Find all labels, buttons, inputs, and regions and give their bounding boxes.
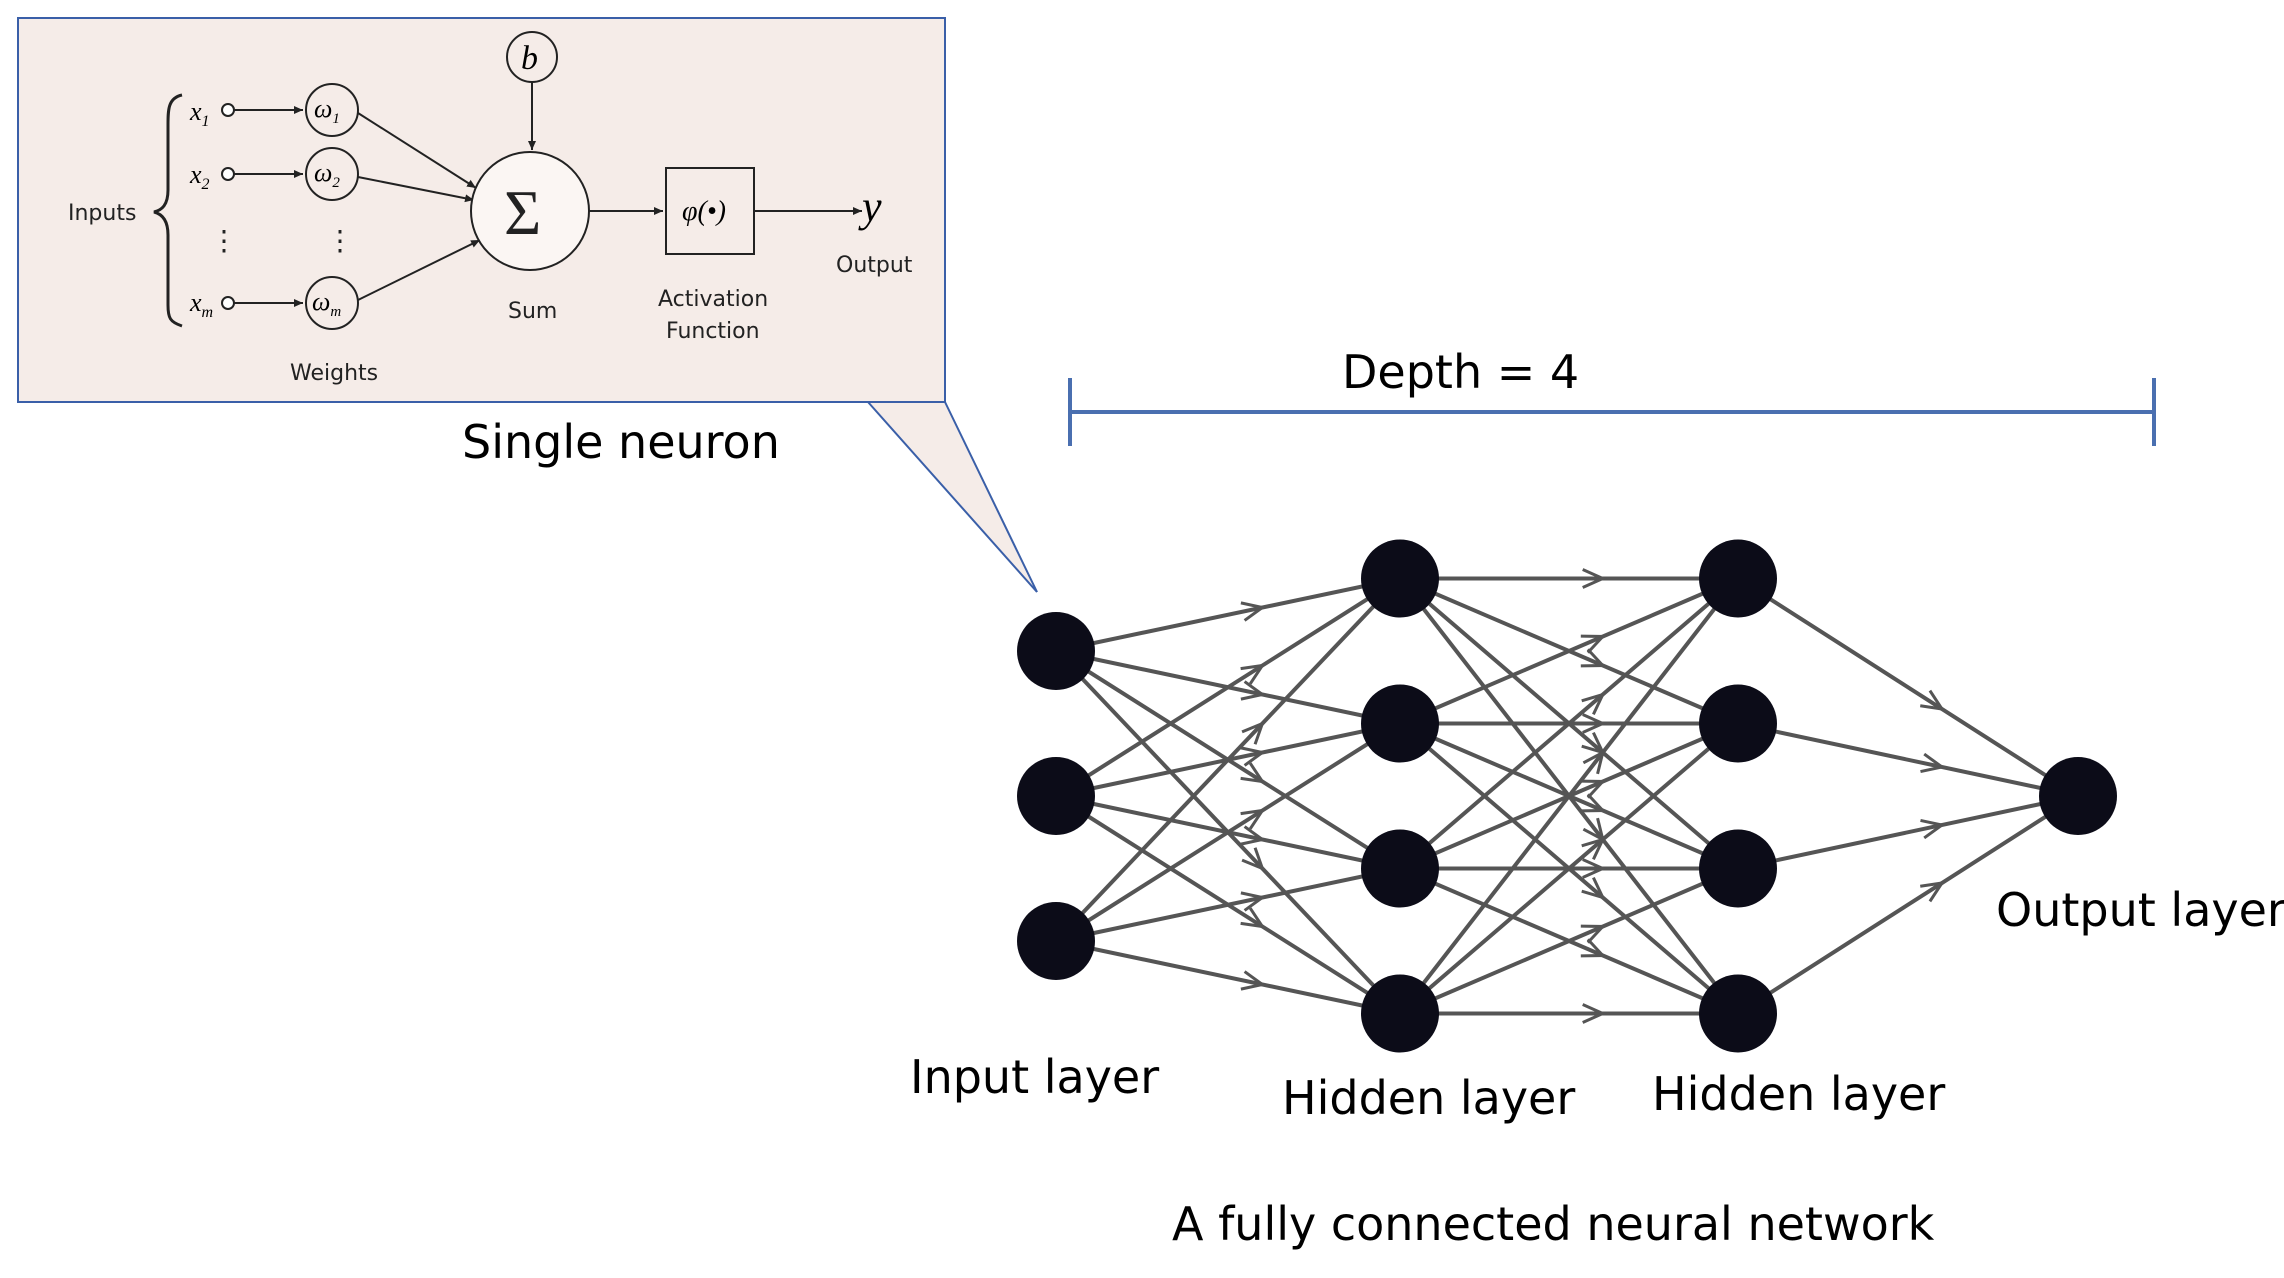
edge-l1-n3-to-n0 bbox=[1398, 577, 1740, 1015]
hidden2-node-1 bbox=[1699, 539, 1777, 618]
activation-label-line2: Function bbox=[666, 319, 760, 344]
edge-arrowhead bbox=[1241, 847, 1265, 872]
weight-wm-label: ωm bbox=[312, 287, 341, 320]
inputs-ellipsis: ⋮ bbox=[210, 225, 238, 256]
edge-arrowhead bbox=[1582, 1003, 1607, 1024]
input-layer-label: Input layer bbox=[910, 1050, 1159, 1104]
weight-w1-node bbox=[305, 83, 359, 137]
edge-arrowhead bbox=[1920, 818, 1946, 840]
edge-arrowhead bbox=[1582, 713, 1607, 734]
input-xm-terminal bbox=[221, 296, 235, 310]
edge-arrowhead bbox=[1581, 876, 1606, 900]
input-node-3 bbox=[1017, 902, 1095, 980]
sum-label: Sum bbox=[508, 299, 557, 324]
edge-arrowhead bbox=[1240, 891, 1267, 912]
edge-arrowhead bbox=[1240, 601, 1267, 622]
hidden-layer-1-label: Hidden layer bbox=[1282, 1071, 1575, 1125]
hidden1-node-1 bbox=[1361, 539, 1439, 618]
bias-label: b bbox=[521, 40, 538, 77]
input-node-2 bbox=[1017, 757, 1095, 835]
hidden1-node-2 bbox=[1361, 684, 1439, 763]
hidden2-node-4 bbox=[1699, 974, 1777, 1053]
single-neuron-panel: Inputs x1 x2 ⋮ xm ω1 ω2 ⋮ ωm Weights b bbox=[17, 17, 1038, 593]
callout-line-right bbox=[944, 401, 1038, 593]
edge-arrowhead bbox=[1240, 970, 1267, 991]
edge-l0-n1-to-n0 bbox=[1054, 576, 1402, 798]
edge-arrowhead bbox=[1581, 837, 1606, 861]
edge-arrowhead bbox=[1240, 746, 1267, 767]
activation-symbol: φ(•) bbox=[682, 196, 726, 227]
output-layer-label: Output layer bbox=[1996, 883, 2284, 937]
edge-arrowhead bbox=[1240, 663, 1266, 685]
weight-w2-label: ω2 bbox=[314, 158, 340, 191]
edge-arrowhead bbox=[1240, 762, 1266, 784]
edge-l2-n3-to-n0 bbox=[1736, 794, 2080, 1016]
single-neuron-caption: Single neuron bbox=[462, 415, 780, 469]
edge-arrowhead bbox=[1241, 720, 1265, 745]
depth-label: Depth = 4 bbox=[1342, 345, 1579, 399]
edge-l1-n3-to-n1 bbox=[1398, 721, 1740, 1016]
input-xm-label: xm bbox=[189, 288, 213, 321]
edge-arrowhead bbox=[1580, 938, 1607, 958]
input-x2-terminal bbox=[221, 167, 235, 181]
network-edges bbox=[1054, 568, 2080, 1024]
edge-arrowhead bbox=[1581, 692, 1606, 716]
edge-l1-n1-to-n0 bbox=[1399, 576, 1739, 726]
output-symbol: y bbox=[858, 182, 882, 231]
edge-l0-n2-to-n3 bbox=[1055, 939, 1401, 1016]
hidden2-node-3 bbox=[1699, 829, 1777, 908]
weight-w1-label: ω1 bbox=[314, 94, 340, 127]
weights-ellipsis: ⋮ bbox=[326, 225, 354, 256]
input-node-1 bbox=[1017, 612, 1095, 690]
hidden2-node-2 bbox=[1699, 684, 1777, 763]
network-nodes bbox=[1017, 539, 2117, 1053]
edge-arrowhead bbox=[1240, 825, 1267, 846]
edge-arrowhead bbox=[1580, 924, 1607, 944]
edge-arrowhead bbox=[1240, 907, 1266, 929]
edge-arrowhead bbox=[1582, 858, 1607, 879]
edge-l2-n2-to-n0 bbox=[1737, 794, 2079, 871]
edge-arrowhead bbox=[1582, 749, 1606, 775]
hidden1-node-4 bbox=[1361, 974, 1439, 1053]
output-label: Output bbox=[836, 253, 913, 278]
edge-arrowhead bbox=[1920, 881, 1946, 903]
edge-arrowhead bbox=[1580, 779, 1607, 799]
hidden-layer-2-label: Hidden layer bbox=[1652, 1067, 1945, 1121]
inputs-label: Inputs bbox=[68, 201, 136, 226]
inputs-brace bbox=[153, 93, 183, 328]
edge-l1-n2-to-n0 bbox=[1398, 576, 1740, 871]
weight-w2-node bbox=[305, 147, 359, 201]
sum-symbol: Σ bbox=[504, 177, 541, 248]
callout-line-left bbox=[867, 401, 1038, 593]
input-x1-terminal bbox=[221, 103, 235, 117]
hidden1-node-3 bbox=[1361, 829, 1439, 908]
activation-label-line1: Activation bbox=[658, 287, 768, 312]
edge-l2-n0-to-n0 bbox=[1736, 576, 2080, 798]
edge-l1-n3-to-n2 bbox=[1399, 866, 1739, 1016]
weight-wm-node bbox=[305, 276, 359, 330]
weights-label: Weights bbox=[290, 361, 378, 386]
edge-l0-n0-to-n0 bbox=[1055, 576, 1401, 653]
depth-indicator: Depth = 4 bbox=[1068, 345, 2156, 446]
output-node-1 bbox=[2039, 757, 2117, 835]
edge-arrowhead bbox=[1920, 689, 1946, 711]
edge-arrowhead bbox=[1582, 568, 1607, 589]
input-x2-label: x2 bbox=[189, 160, 210, 193]
edge-arrowhead bbox=[1240, 680, 1267, 701]
edge-arrowhead bbox=[1920, 752, 1946, 774]
edge-l0-n2-to-n0 bbox=[1054, 577, 1402, 943]
edge-arrowhead bbox=[1240, 808, 1266, 830]
edge-l0-n2-to-n2 bbox=[1055, 866, 1401, 943]
edge-arrowhead bbox=[1580, 648, 1607, 668]
input-x1-label: x1 bbox=[189, 97, 210, 130]
edge-arrowhead bbox=[1580, 793, 1607, 813]
edge-l2-n1-to-n0 bbox=[1737, 721, 2079, 798]
edge-l0-n2-to-n1 bbox=[1054, 721, 1402, 943]
network-caption: A fully connected neural network bbox=[1172, 1197, 1935, 1251]
edge-arrowhead bbox=[1580, 634, 1607, 654]
